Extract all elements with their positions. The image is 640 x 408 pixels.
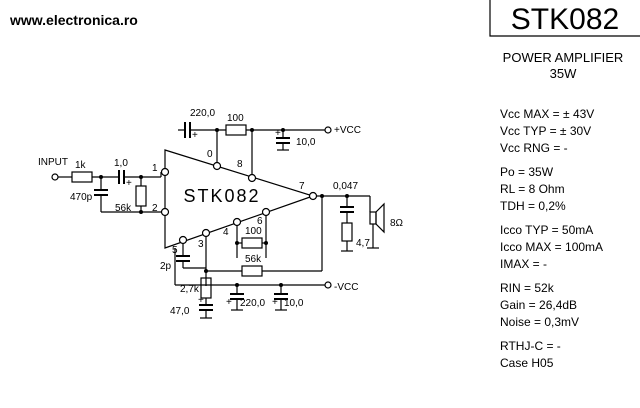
vcc-neg-terminal bbox=[324, 281, 332, 289]
resistor-56k-fb-label: 56k bbox=[245, 254, 262, 265]
spec-vcc-typ: Vcc TYP = ± 30V bbox=[500, 124, 591, 138]
vcc-pos-terminal bbox=[324, 126, 332, 134]
cap-10-bot-label: 10,0 bbox=[284, 298, 304, 309]
chip-label: STK082 bbox=[183, 186, 260, 206]
chip-title: STK082 bbox=[511, 3, 619, 36]
pin-4 bbox=[232, 217, 242, 227]
cap-10-top-plus: + bbox=[275, 128, 281, 139]
pin-8 bbox=[247, 173, 257, 183]
spec-rin: RIN = 52k bbox=[500, 281, 555, 295]
pin-2 bbox=[160, 207, 170, 217]
spec-imax: IMAX = - bbox=[500, 257, 547, 271]
pin-number-7: 7 bbox=[299, 181, 305, 192]
spec-noise: Noise = 0,3mV bbox=[500, 315, 579, 329]
pin-number-6: 6 bbox=[257, 216, 263, 227]
resistor-100-top bbox=[225, 124, 247, 136]
cap-input-plus: + bbox=[126, 178, 132, 189]
resistor-100-top-label: 100 bbox=[227, 113, 244, 124]
spec-icco-typ: Icco TYP = 50mA bbox=[500, 223, 593, 237]
resistor-100-fb bbox=[241, 237, 263, 249]
speaker-label: 8Ω bbox=[390, 218, 404, 229]
cap-47-plus: + bbox=[198, 295, 204, 306]
pin-number-4: 4 bbox=[223, 227, 229, 238]
vcc-pos-label: +VCC bbox=[334, 125, 361, 136]
resistor-56k-in bbox=[135, 185, 147, 207]
pin-3 bbox=[201, 228, 211, 238]
vcc-neg-label: -VCC bbox=[334, 282, 358, 293]
pin-number-2: 2 bbox=[152, 203, 158, 214]
cap-220-bot-label: 220,0 bbox=[240, 298, 265, 309]
input-label: INPUT bbox=[38, 157, 68, 168]
pin-0 bbox=[212, 161, 222, 171]
resistor-2-7k-label: 2,7k bbox=[180, 284, 200, 295]
resistor-100-fb-label: 100 bbox=[245, 226, 262, 237]
spec-rl: RL = 8 Ohm bbox=[500, 182, 565, 196]
spec-list: Vcc MAX = ± 43V Vcc TYP = ± 30V Vcc RNG … bbox=[500, 107, 603, 370]
cap-220-bot-plus: + bbox=[226, 297, 232, 308]
junction bbox=[264, 241, 268, 245]
resistor-56k-in-label: 56k bbox=[115, 203, 132, 214]
spec-vcc-rng: Vcc RNG = - bbox=[500, 141, 568, 155]
resistor-4-7 bbox=[341, 222, 353, 242]
speaker-body bbox=[369, 211, 377, 225]
spec-tdh: TDH = 0,2% bbox=[500, 199, 566, 213]
cap-out-label: 0,047 bbox=[333, 181, 358, 192]
cap-10-top-label: 10,0 bbox=[296, 137, 316, 148]
cap-220-top-plus: + bbox=[192, 130, 198, 141]
pin-number-8: 8 bbox=[237, 159, 243, 170]
pin-number-1: 1 bbox=[152, 163, 158, 174]
spec-po: Po = 35W bbox=[500, 165, 554, 179]
cap-input-label: 1,0 bbox=[114, 158, 128, 169]
resistor-56k-fb bbox=[241, 265, 263, 277]
resistor-4-7-label: 4,7 bbox=[356, 238, 370, 249]
cap-10-bot-plus: + bbox=[272, 297, 278, 308]
cap-220-top-label: 220,0 bbox=[190, 108, 215, 119]
subtitle-line2: 35W bbox=[550, 66, 577, 81]
spec-case: Case H05 bbox=[500, 356, 554, 370]
pin-6 bbox=[261, 207, 271, 217]
pin-7 bbox=[308, 191, 318, 201]
pin-5 bbox=[178, 235, 188, 245]
cap-2p-label: 2p bbox=[160, 261, 172, 272]
spec-gain: Gain = 26,4dB bbox=[500, 298, 577, 312]
title-box bbox=[489, 0, 640, 37]
spec-vcc-max: Vcc MAX = ± 43V bbox=[500, 107, 594, 121]
pin-number-3: 3 bbox=[198, 239, 204, 250]
junction bbox=[204, 269, 208, 273]
junction bbox=[139, 210, 143, 214]
speaker-icon bbox=[375, 202, 385, 234]
cap-470p-label: 470p bbox=[70, 192, 93, 203]
resistor-1k-label: 1k bbox=[75, 160, 87, 171]
junction bbox=[235, 241, 239, 245]
spec-rthjc: RTHJ-C = - bbox=[500, 339, 561, 353]
subtitle-line1: POWER AMPLIFIER bbox=[503, 50, 624, 65]
pin-number-0: 0 bbox=[207, 149, 213, 160]
input-terminal bbox=[51, 173, 59, 181]
spec-icco-max: Icco MAX = 100mA bbox=[500, 240, 603, 254]
website-url: www.electronica.ro bbox=[9, 12, 138, 28]
pin-1 bbox=[160, 167, 170, 177]
resistor-1k bbox=[71, 171, 93, 183]
cap-47-label: 47,0 bbox=[170, 306, 190, 317]
